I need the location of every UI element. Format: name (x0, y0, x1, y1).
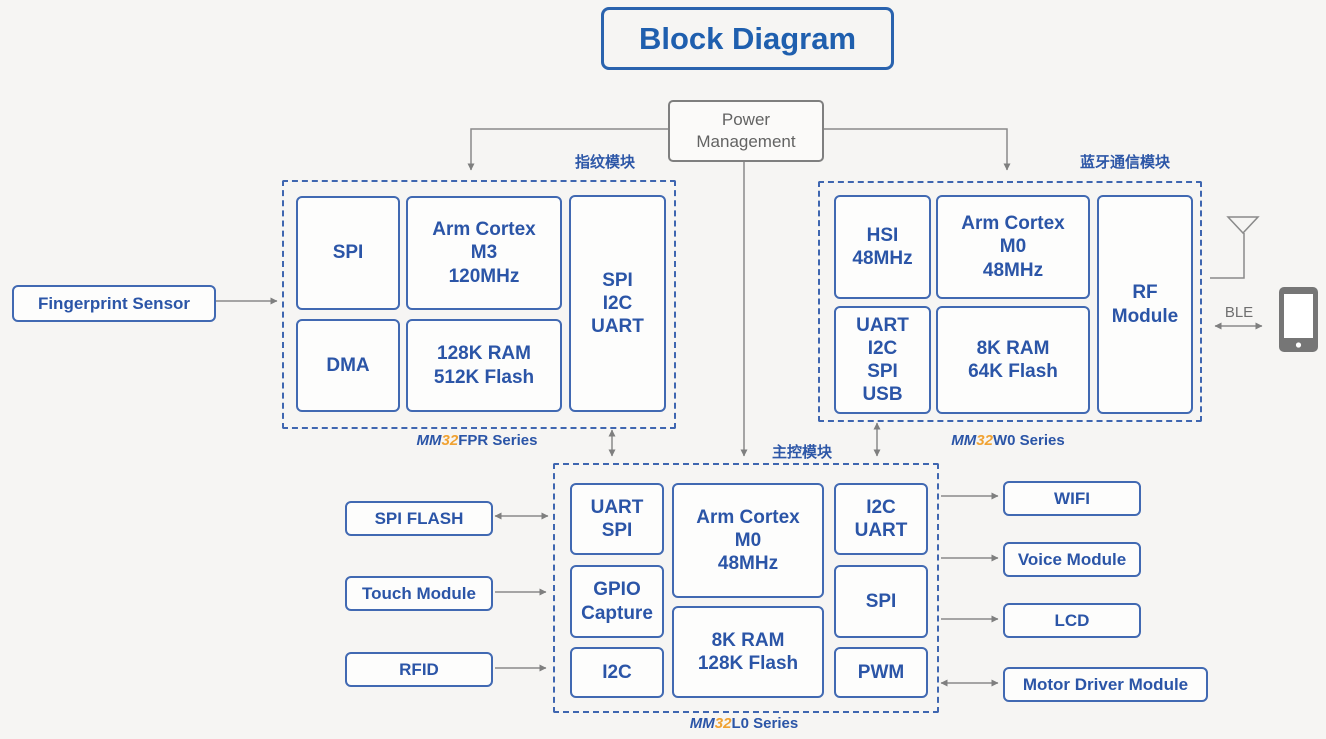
arrow-power-to-bluetooth-module (820, 128, 1011, 171)
lcd-box: LCD (1003, 603, 1141, 638)
fp-dma-block: DMA (296, 319, 400, 412)
main-series-prefix: MM (689, 715, 715, 732)
main-memory-block: 8K RAM 128K Flash (672, 606, 824, 698)
fp-series-prefix: MM (416, 432, 442, 449)
main-i2c-block: I2C (570, 647, 664, 698)
spi-flash-box: SPI FLASH (345, 501, 493, 536)
antenna-icon (1210, 216, 1260, 279)
main-spi-block: SPI (834, 565, 928, 638)
fp-core-block: Arm Cortex M3 120MHz (406, 196, 562, 310)
fingerprint-group-tag: 指纹模块 (575, 154, 636, 171)
bt-series-prefix: MM (951, 432, 977, 449)
fingerprint-module-group: SPI Arm Cortex M3 120MHz DMA 128K RAM 51… (282, 180, 676, 429)
main-core-block: Arm Cortex M0 48MHz (672, 483, 824, 598)
bt-memory-block: 8K RAM 64K Flash (936, 306, 1090, 414)
fp-memory-block: 128K RAM 512K Flash (406, 319, 562, 412)
wifi-box: WIFI (1003, 481, 1141, 516)
rfid-box: RFID (345, 652, 493, 687)
voice-module-box: Voice Module (1003, 542, 1141, 577)
bt-core-block: Arm Cortex M0 48MHz (936, 195, 1090, 299)
bt-peripherals-block: UART I2C SPI USB (834, 306, 931, 414)
bt-series-rest: W0 Series (992, 432, 1065, 449)
fp-peripherals-block: SPI I2C UART (569, 195, 666, 412)
touch-module-box: Touch Module (345, 576, 493, 611)
bt-hsi-block: HSI 48MHz (834, 195, 931, 299)
fingerprint-sensor-box: Fingerprint Sensor (12, 285, 216, 322)
main-gpio-capture-block: GPIO Capture (570, 565, 664, 638)
bt-series-number: 32 (976, 432, 993, 449)
motor-driver-module-box: Motor Driver Module (1003, 667, 1208, 702)
bluetooth-module-group: HSI 48MHz Arm Cortex M0 48MHz UART I2C S… (818, 181, 1202, 422)
fp-spi-block: SPI (296, 196, 400, 310)
main-series-label: MM32L0 Series (553, 715, 935, 732)
fp-series-number: 32 (441, 432, 459, 449)
power-management-box: Power Management (668, 100, 824, 162)
main-series-number: 32 (714, 715, 732, 732)
main-uart-spi-block: UART SPI (570, 483, 664, 555)
bt-rf-module-block: RF Module (1097, 195, 1193, 414)
bt-series-label: MM32W0 Series (818, 432, 1198, 449)
smartphone-icon (1279, 287, 1318, 352)
ble-label: BLE (1224, 304, 1254, 321)
bluetooth-group-tag: 蓝牙通信模块 (1080, 154, 1171, 171)
fp-series-label: MM32FPR Series (282, 432, 672, 449)
arrow-power-to-fingerprint-module (467, 128, 668, 171)
main-control-module-group: UART SPI Arm Cortex M0 48MHz I2C UART GP… (553, 463, 939, 713)
main-group-tag: 主控模块 (772, 444, 833, 461)
main-pwm-block: PWM (834, 647, 928, 698)
main-series-rest: L0 Series (731, 715, 799, 732)
fp-series-rest: FPR Series (458, 432, 538, 449)
page-title: Block Diagram (601, 7, 894, 70)
main-i2c-uart-block: I2C UART (834, 483, 928, 555)
